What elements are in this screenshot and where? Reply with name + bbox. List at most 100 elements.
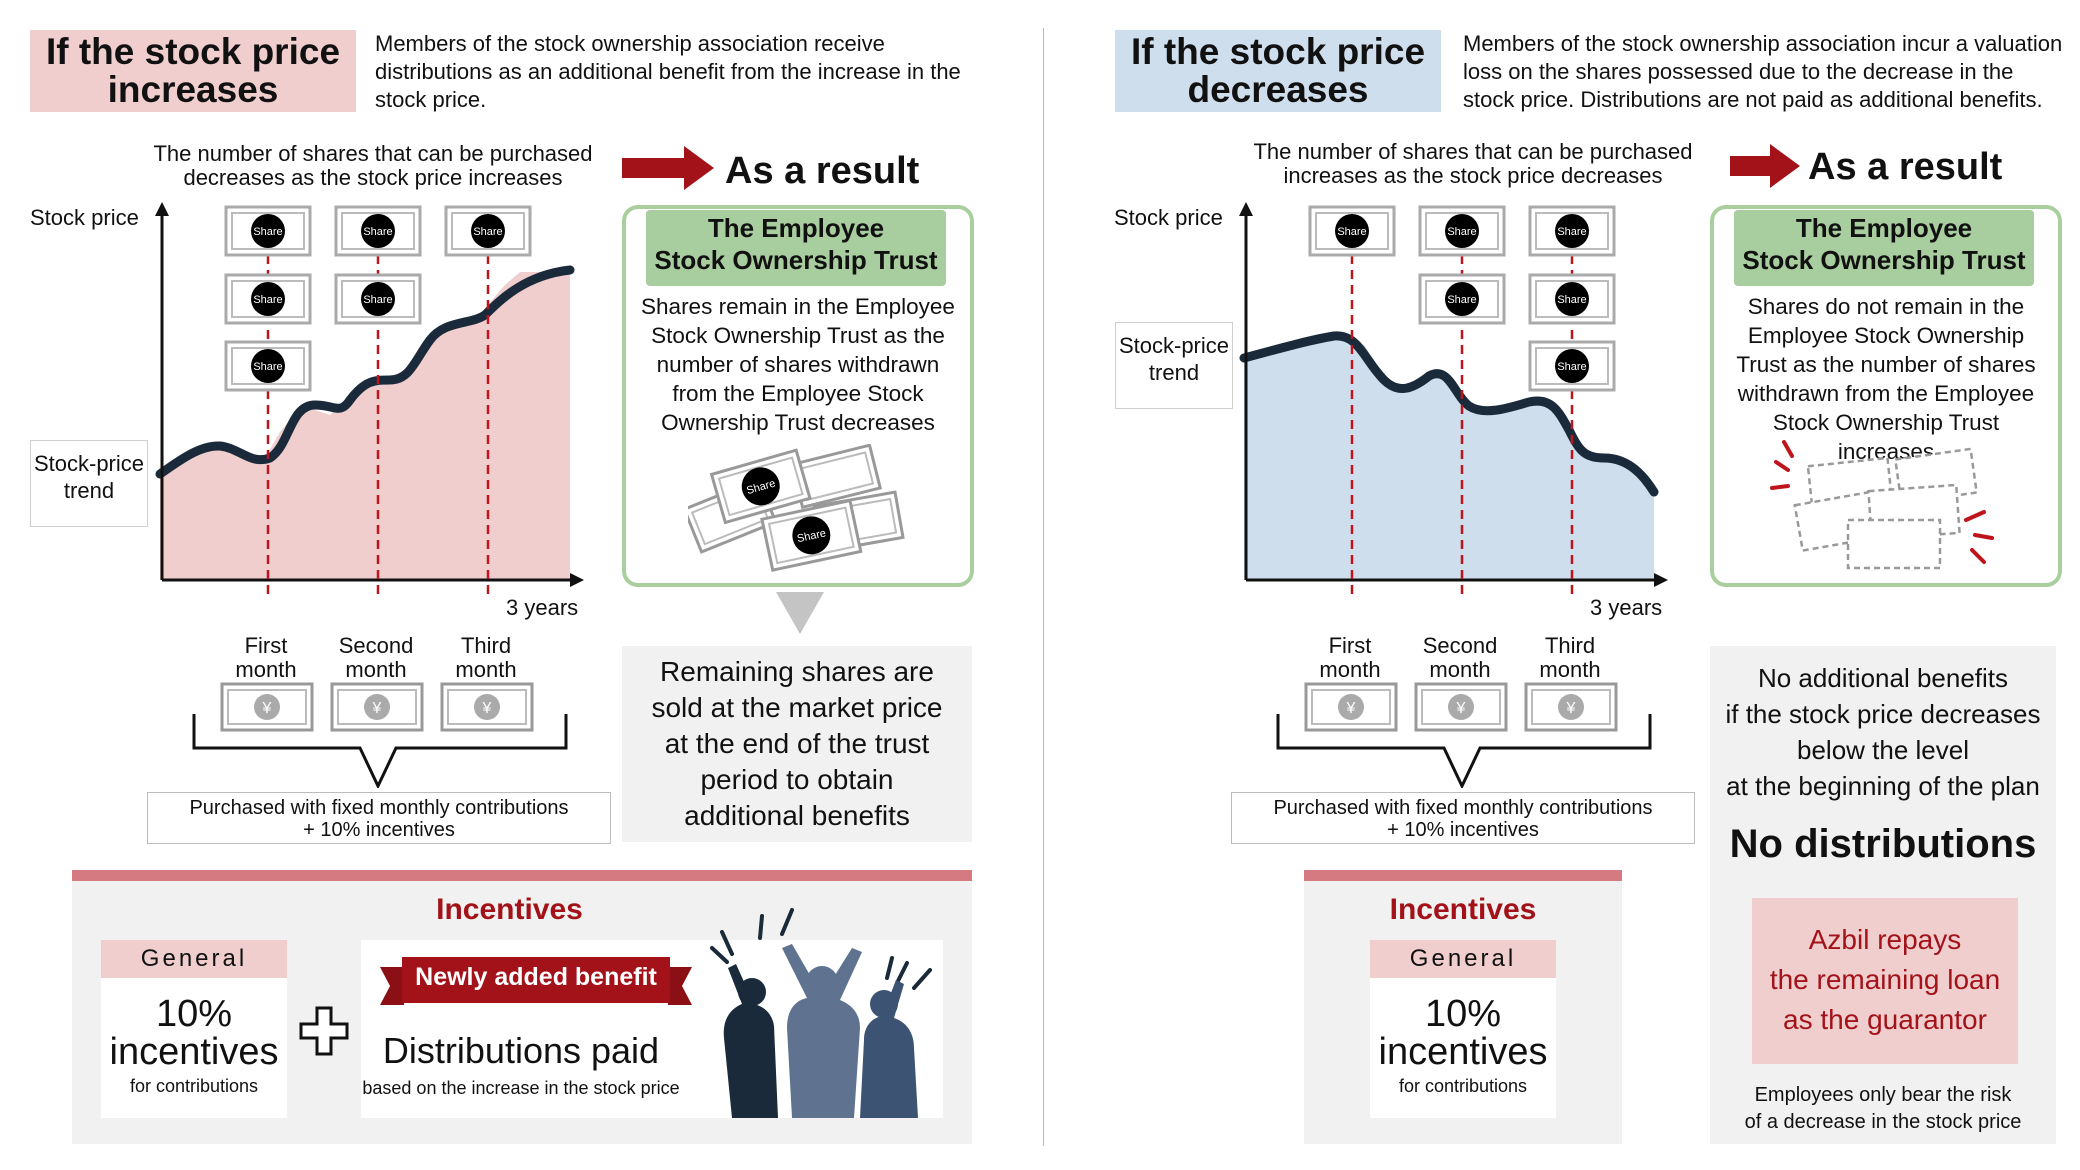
distributions-big: Distributions paid: [382, 1030, 660, 1071]
yen-bill-icon: ¥: [440, 682, 534, 732]
right-y-axis-label: Stock price: [1114, 205, 1223, 230]
right-result-arrow-icon: [1730, 144, 1800, 188]
center-divider: [1043, 28, 1044, 1146]
right-trend-line: [1239, 331, 1659, 497]
svg-text:Share: Share: [1337, 226, 1366, 238]
svg-text:Share: Share: [796, 527, 827, 545]
right-no-benefits-text: No additional benefits if the stock pric…: [1725, 663, 2041, 801]
svg-text:¥: ¥: [372, 700, 382, 717]
right-month-second: Second month: [1422, 633, 1498, 682]
right-general-small: for contributions: [1398, 1076, 1528, 1096]
share-ticket-icon: Share: [334, 205, 422, 257]
yen-bill-icon: ¥: [220, 682, 314, 732]
share-ticket-icon: Share: [1418, 273, 1506, 325]
right-incentives-title: Incentives: [1389, 893, 1537, 926]
yen-bill-icon: ¥: [330, 682, 424, 732]
right-shares-note: The number of shares that can be purchas…: [1253, 139, 1693, 188]
right-trust-text: Shares do not remain in the Employee Sto…: [1736, 294, 2036, 464]
celebrating-people-icon: [710, 908, 932, 1118]
azbil-box: [1752, 898, 2018, 1064]
right-month-third: Third month: [1539, 633, 1601, 682]
left-result-box: [622, 646, 972, 842]
left-trend-label: Stock-price trend: [30, 440, 148, 527]
share-ticket-icon: Share: [224, 273, 312, 325]
yen-bill-icon: ¥: [1524, 682, 1618, 732]
right-trust-heading: The Employee Stock Ownership Trust: [1734, 210, 2034, 286]
share-ticket-icon: Share: [1308, 205, 1396, 257]
plus-icon: [299, 1006, 349, 1056]
azbil-text: Azbil repays the remaining loan as the g…: [1769, 924, 2001, 1035]
right-month-first: First month: [1319, 633, 1381, 682]
svg-text:¥: ¥: [482, 700, 492, 717]
right-as-a-result: As a result: [1808, 146, 2003, 188]
right-no-distributions: No distributions: [1729, 822, 2037, 866]
right-incentives-topbar: [1304, 870, 1622, 881]
svg-text:Share: Share: [1447, 294, 1476, 306]
left-bracket-icon: [192, 714, 568, 788]
svg-text:Share: Share: [1557, 226, 1586, 238]
left-title: If the stock price increases: [30, 30, 356, 112]
distributions-small: based on the increase in the stock price: [362, 1078, 680, 1098]
right-purchase-note: Purchased with fixed monthly contributio…: [1231, 792, 1695, 844]
share-ticket-label: Share: [253, 361, 282, 373]
share-ticket-label: Share: [253, 294, 282, 306]
left-result-text: Remaining shares are sold at the market …: [651, 656, 943, 831]
svg-text:¥: ¥: [1346, 700, 1356, 717]
share-ticket-label: Share: [253, 226, 282, 238]
new-benefit-banner: Newly added benefit: [415, 963, 657, 991]
left-as-a-result: As a result: [725, 150, 920, 192]
share-ticket-icon: Share: [224, 205, 312, 257]
left-month-third: Third month: [455, 633, 517, 682]
left-incentives-title: Incentives: [436, 893, 583, 926]
right-x-end-label: 3 years: [1590, 595, 1663, 620]
left-general-tag: General: [101, 940, 287, 978]
share-ticket-icon: Share: [334, 273, 422, 325]
share-ticket-icon: Share: [444, 205, 532, 257]
right-bracket-icon: [1276, 714, 1652, 788]
left-trust-heading: The Employee Stock Ownership Trust: [646, 210, 946, 286]
share-ticket-icon: Share: [1418, 205, 1506, 257]
svg-text:Share: Share: [1557, 294, 1586, 306]
right-general-big: 10% incentives: [1378, 993, 1548, 1073]
left-general-small: for contributions: [129, 1076, 259, 1096]
share-ticket-icon: Share: [1528, 205, 1616, 257]
new-benefit-ribbon-icon: [380, 957, 692, 1005]
left-stock-chart: [155, 202, 584, 600]
right-stock-chart: [1239, 202, 1668, 600]
left-incentives-topbar: [72, 870, 972, 881]
yen-bill-icon: ¥: [1414, 682, 1508, 732]
left-purchase-note: Purchased with fixed monthly contributio…: [147, 792, 611, 844]
left-result-arrow-icon: [622, 146, 714, 190]
svg-text:¥: ¥: [1566, 700, 1576, 717]
share-ticket-label: Share: [363, 294, 392, 306]
left-description: Members of the stock ownership associati…: [375, 31, 961, 112]
share-ticket-label: Share: [473, 226, 502, 238]
left-y-axis-label: Stock price: [30, 205, 139, 230]
left-month-first: First month: [235, 633, 297, 682]
empty-shares-icon: [1770, 440, 1994, 570]
share-ticket-icon: Share: [1528, 340, 1616, 392]
right-description: Members of the stock ownership associati…: [1463, 31, 2063, 112]
left-shares-note: The number of shares that can be purchas…: [153, 141, 593, 190]
left-x-end-label: 3 years: [506, 595, 579, 620]
right-trend-area: [1244, 336, 1654, 580]
share-ticket-icon: Share: [224, 340, 312, 392]
svg-text:¥: ¥: [262, 700, 272, 717]
share-ticket-label: Share: [363, 226, 392, 238]
left-trend-area: [160, 272, 570, 580]
left-month-second: Second month: [338, 633, 414, 682]
left-trust-text: Shares remain in the Employee Stock Owne…: [641, 294, 955, 435]
risk-note: Employees only bear the risk of a decrea…: [1744, 1084, 2022, 1133]
down-triangle-icon: [776, 592, 824, 634]
right-trend-label: Stock-price trend: [1115, 322, 1233, 409]
remaining-shares-icon: Share Share: [688, 444, 905, 572]
svg-text:Share: Share: [1447, 226, 1476, 238]
left-general-big: 10% incentives: [109, 993, 279, 1073]
right-general-tag: General: [1370, 940, 1556, 978]
share-ticket-icon: Share: [1528, 273, 1616, 325]
svg-text:¥: ¥: [1456, 700, 1466, 717]
right-title: If the stock price decreases: [1115, 30, 1441, 112]
svg-text:Share: Share: [1557, 361, 1586, 373]
left-trend-line: [155, 265, 575, 479]
yen-bill-icon: ¥: [1304, 682, 1398, 732]
